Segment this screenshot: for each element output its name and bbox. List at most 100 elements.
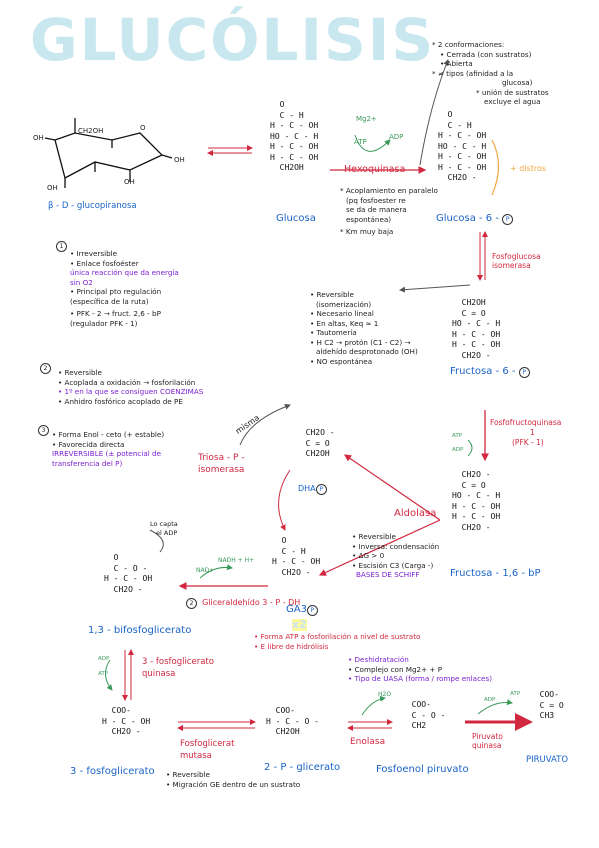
note-line: • ΔG > 0 bbox=[352, 551, 385, 560]
pgk-atp-arrow bbox=[105, 659, 113, 691]
aldolasa-to-dha bbox=[344, 454, 441, 521]
piruvato-structure: COO- C = O CH3 bbox=[539, 690, 564, 720]
note-line: Lo capta bbox=[150, 520, 178, 528]
oh-label: OH bbox=[124, 178, 135, 186]
atp-label: ATP bbox=[452, 433, 463, 439]
dha-structure: CH2O - C = O CH2OH bbox=[305, 428, 335, 458]
note-line: • Favorecida directa bbox=[52, 439, 125, 449]
g6p-name-text: Glucosa - 6 - bbox=[436, 213, 499, 224]
pep-structure: COO- C - O - CH2 bbox=[411, 700, 446, 730]
note-line: espontánea) bbox=[346, 214, 392, 224]
glucopyranose-name: β - D - glucopiranosa bbox=[48, 201, 137, 211]
atp-adp-arrow bbox=[354, 134, 391, 152]
atp-label: ATP bbox=[354, 138, 367, 146]
g6p-notes: * 2 conformaciones: • Cerrada (con sustr… bbox=[432, 40, 549, 107]
atp-label: ATP bbox=[98, 671, 109, 677]
adp-label: ADP bbox=[452, 447, 464, 453]
oh-label: OH bbox=[47, 184, 58, 192]
phosphate-icon: P bbox=[315, 484, 327, 495]
enolasa-top-notes: • Forma ATP a fosforilación a nivel de s… bbox=[254, 632, 420, 651]
notes-3: 3 • Forma Enol - ceto (+ estable) • Favo… bbox=[38, 425, 164, 468]
note-line: * 2 conformaciones: bbox=[432, 40, 505, 49]
note-line: (isomerización) bbox=[316, 299, 372, 309]
nad-arrow bbox=[199, 564, 233, 579]
pfk-atp-arrow bbox=[467, 439, 473, 457]
note-line: (regulador PFK - 1) bbox=[70, 318, 138, 328]
aldolasa-enzyme: Aldolasa bbox=[394, 508, 437, 519]
note-line: • Abierta bbox=[440, 59, 473, 68]
atp-label: ATP bbox=[510, 691, 521, 697]
ch2oh-label: CH2OH bbox=[78, 127, 104, 135]
note-line: aldehído desprotonado (OH) bbox=[316, 347, 418, 356]
h2o-arrow bbox=[361, 695, 386, 716]
note-line: • Irreversible bbox=[70, 249, 118, 258]
note-line: única reacción que da energía bbox=[70, 268, 179, 277]
note-line: • Enlace fosfoéster bbox=[70, 258, 139, 268]
notes-2: 2 • Reversible • Acoplada a oxidación → … bbox=[40, 363, 203, 406]
pk-enzyme: Piruvato quinasa bbox=[472, 732, 503, 750]
note-line: se da de manera bbox=[346, 205, 407, 214]
x2-badge: x2 bbox=[292, 618, 307, 631]
pk-atp-arrow bbox=[477, 699, 513, 715]
phosphate-icon: P bbox=[502, 214, 514, 225]
step-icon: 3 bbox=[38, 425, 49, 436]
note-line: • Cerrada (con sustratos) bbox=[440, 49, 532, 59]
gapdh-enzyme: Gliceraldehído 3 - P - DH bbox=[202, 598, 301, 607]
note-line: * Acoplamiento en paralelo bbox=[340, 186, 438, 195]
pgm-notes: • Reversible • Migración GE dentro de un… bbox=[166, 770, 300, 789]
gapdh-label: 2 Gliceraldehído 3 - P - DH bbox=[186, 590, 300, 609]
orange-bracket bbox=[491, 139, 500, 196]
lo-capta-pointer bbox=[149, 529, 164, 553]
ga3p-structure: O C - H H - C - OH CH2O - bbox=[272, 536, 321, 577]
note-line: • Deshidratación bbox=[348, 655, 409, 664]
pfk-enzyme: Fosfofructoquinasa bbox=[490, 418, 562, 427]
note-line: • H C2 → protón (C1 - C2) → bbox=[310, 337, 411, 347]
note-line: • Inversa: condensación bbox=[352, 541, 440, 551]
phosphate-icon: P bbox=[306, 605, 318, 616]
fosfoglucosa-enzyme: Fosfoglucosa isomerasa bbox=[492, 252, 541, 270]
pfk-sub: 1 bbox=[530, 428, 535, 437]
note-line: • Tipo de UASA (forma / rompe enlaces) bbox=[348, 674, 493, 683]
aldolasa-to-ga3p bbox=[318, 519, 441, 576]
hexoquinasa-notes: * Acoplamiento en paralelo (pq fosfoeste… bbox=[340, 186, 438, 237]
enolasa-enzyme: Enolasa bbox=[350, 737, 386, 747]
bpg13-structure: O C - O - H - C - OH CH2O - bbox=[104, 553, 153, 594]
step-icon: 2 bbox=[186, 598, 197, 609]
f6p-structure: CH2OH C = O HO - C - H H - C - OH H - C … bbox=[452, 298, 501, 360]
note-line: • Reversible bbox=[58, 368, 102, 377]
note-line: • Reversible bbox=[310, 290, 354, 299]
distros-note: + distros bbox=[510, 164, 547, 173]
note-line: sin O2 bbox=[70, 277, 93, 287]
piruvato-name: PIRUVATO bbox=[526, 755, 569, 765]
adp-label: ADP bbox=[98, 656, 110, 662]
glucopyranose-ring bbox=[44, 118, 173, 188]
enolasa-notes: • Deshidratación • Complejo con Mg2+ + P… bbox=[348, 655, 492, 684]
note-pointer bbox=[419, 59, 449, 166]
note-line: * Km muy baja bbox=[340, 227, 394, 236]
note-line: * unión de sustratos bbox=[476, 87, 549, 97]
notes-1: 1 • Irreversible • Enlace fosfoéster úni… bbox=[56, 241, 179, 328]
note-line: • Tautomería bbox=[310, 328, 357, 337]
bpg13-name: 1,3 - bifosfoglicerato bbox=[88, 625, 192, 636]
adp-label: ADP bbox=[484, 697, 496, 703]
h2o-label: H2O bbox=[378, 691, 392, 698]
note-line: • Reversible bbox=[166, 770, 210, 779]
note-line: • Principal pto regulación bbox=[70, 287, 162, 296]
adp-label: ADP bbox=[389, 133, 404, 141]
pg2-structure: COO- H - C - O - CH2OH bbox=[266, 706, 319, 736]
note-line: (específica de la ruta) bbox=[70, 296, 149, 306]
f16bp-structure: CH2O - C = O HO - C - H H - C - OH H - C… bbox=[452, 470, 501, 532]
note-line: • En altas, Keq ≈ 1 bbox=[310, 318, 379, 328]
note-line: (pq fosfoester re bbox=[346, 195, 406, 205]
pgk-enzyme: 3 - fosfoglicerato quinasa bbox=[142, 657, 214, 679]
note-line: excluye el agua bbox=[484, 97, 541, 106]
note-line: el ADP bbox=[156, 529, 178, 537]
note-line: • Migración GE dentro de un sustrato bbox=[166, 779, 301, 789]
glucosa-name: Glucosa bbox=[276, 213, 316, 224]
pfk-paren: (PFK - 1) bbox=[512, 438, 544, 447]
note-line: • NO espontánea bbox=[310, 356, 373, 366]
f6p-note-pointer bbox=[399, 284, 471, 293]
note-line: • Reversible bbox=[352, 532, 396, 541]
note-line: • E libre de hidrólisis bbox=[254, 641, 329, 651]
glucosa-structure: O C - H H - C - OH HO - C - H H - C - OH… bbox=[270, 100, 319, 172]
